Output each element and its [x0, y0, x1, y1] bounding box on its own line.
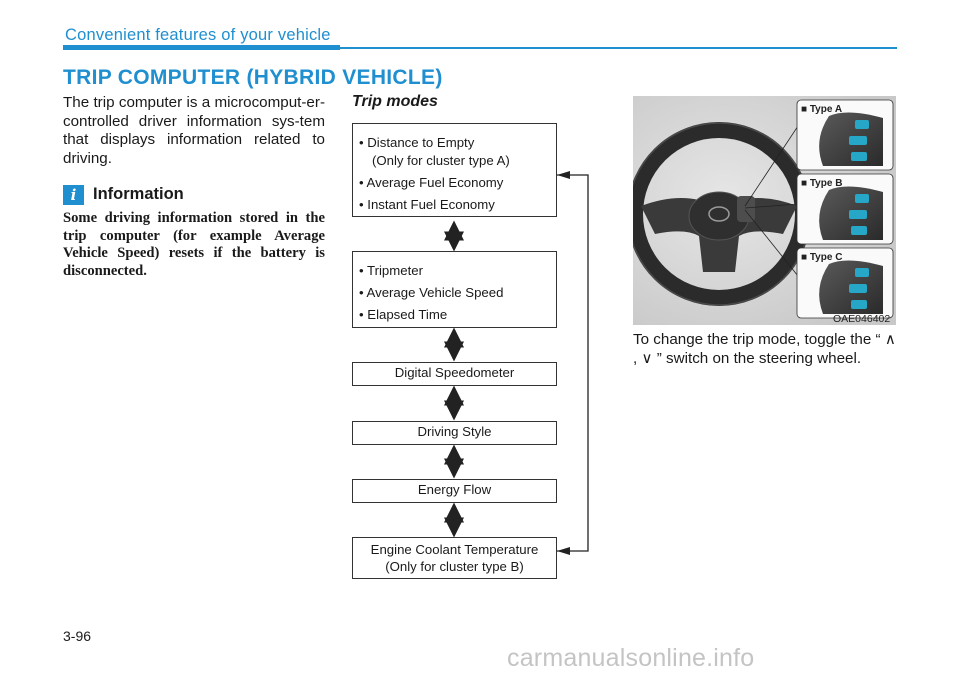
section-title: Convenient features of your vehicle	[65, 26, 331, 44]
trip-mode-box-digital-speedometer: Digital Speedometer	[352, 362, 557, 386]
detail-panel-a	[796, 99, 894, 171]
trip-mode-box-2: • Tripmeter • Average Vehicle Speed • El…	[352, 251, 557, 328]
loop-arrowhead-bottom	[557, 547, 570, 555]
steering-wheel-illustration: ■ Type A ■ Type B ■ Type C	[633, 96, 896, 325]
detail-panel-b	[796, 173, 894, 245]
mode-distance-to-empty: • Distance to Empty	[359, 135, 475, 150]
type-a-label: ■ Type A	[801, 104, 842, 115]
steering-wheel-figure: ■ Type A ■ Type B ■ Type C	[633, 96, 896, 325]
watermark[interactable]: carmanualsonline.info	[507, 644, 755, 672]
information-title: Information	[93, 185, 184, 203]
loop-connector	[557, 174, 589, 552]
mode-tripmeter: • Tripmeter	[359, 263, 423, 278]
mode-instant-fuel-economy: • Instant Fuel Economy	[359, 197, 495, 212]
header-rule-thick	[63, 45, 340, 50]
mode-elapsed-time: • Elapsed Time	[359, 307, 448, 322]
figure-code: OAE046402	[833, 313, 891, 325]
information-body: Some driving information stored in the t…	[63, 210, 325, 279]
trip-mode-box-driving-style: Driving Style	[352, 421, 557, 445]
mode-engine-coolant-note: (Only for cluster type B)	[385, 559, 524, 574]
mode-average-vehicle-speed: • Average Vehicle Speed	[359, 285, 504, 300]
header-rule-thin	[340, 47, 897, 49]
detail-panel-c	[796, 247, 894, 319]
trip-modes-title: Trip modes	[352, 93, 438, 110]
description-paragraph: To change the trip mode, toggle the “ ∧ …	[633, 331, 896, 367]
trip-mode-box-engine-coolant: Engine Coolant Temperature (Only for clu…	[352, 537, 557, 579]
page-number: 3-96	[63, 628, 92, 644]
mode-engine-coolant-temperature: Engine Coolant Temperature	[370, 542, 539, 557]
loop-arrowhead-top	[557, 171, 570, 179]
trip-mode-box-energy-flow: Energy Flow	[352, 479, 557, 503]
page-title: TRIP COMPUTER (HYBRID VEHICLE)	[63, 66, 443, 89]
mode-distance-note: (Only for cluster type A)	[372, 153, 510, 168]
trip-mode-box-1: • Distance to Empty (Only for cluster ty…	[352, 123, 557, 217]
type-b-label: ■ Type B	[801, 178, 842, 189]
information-icon: i	[63, 185, 84, 205]
trip-mode-connectors	[444, 171, 589, 555]
mode-average-fuel-economy: • Average Fuel Economy	[359, 175, 504, 190]
intro-paragraph: The trip computer is a microcomput-er-co…	[63, 94, 325, 167]
type-c-label: ■ Type C	[801, 252, 842, 263]
